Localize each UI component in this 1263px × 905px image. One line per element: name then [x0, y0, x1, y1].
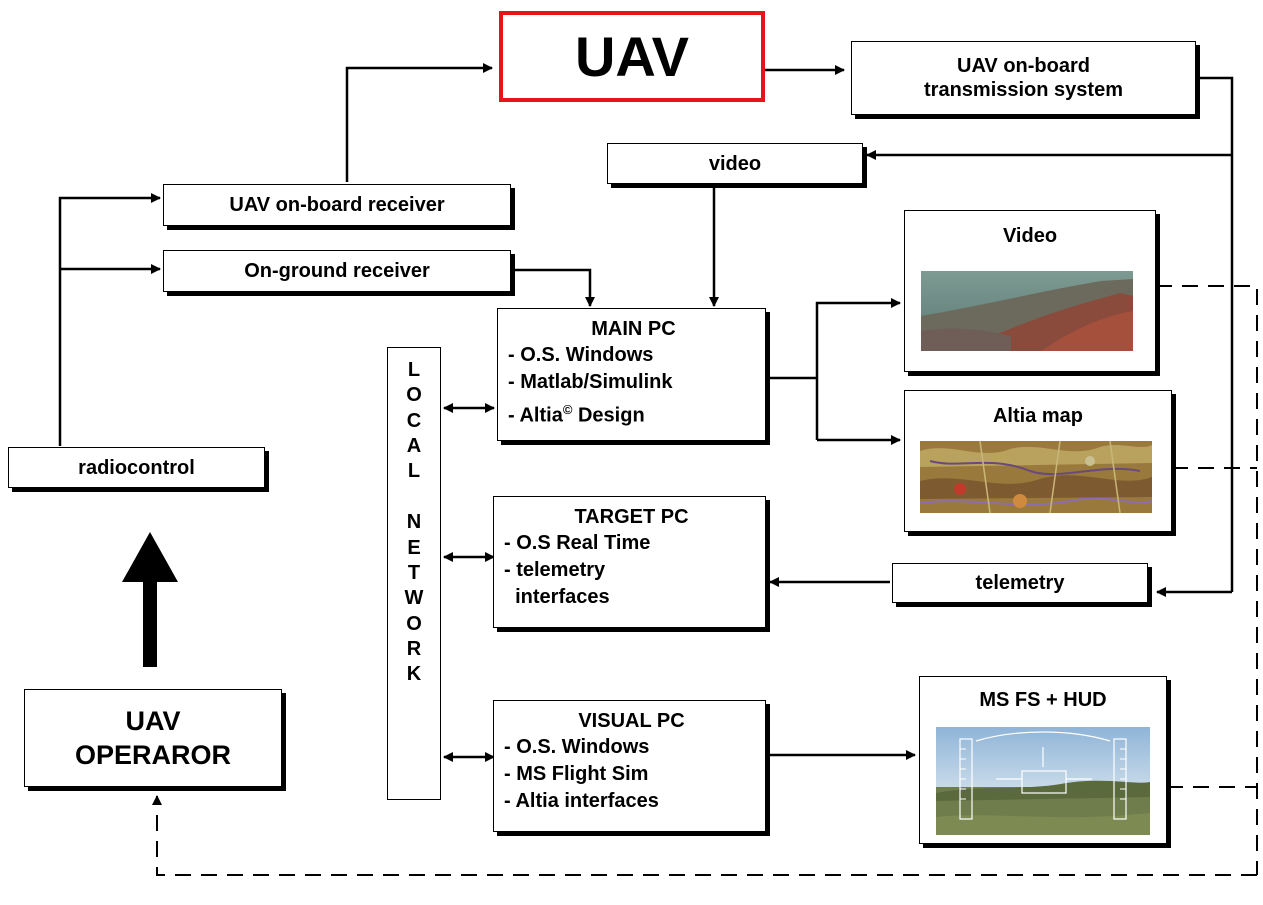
- dashed-video-feedback: [1156, 285, 1258, 875]
- onboard-receiver-label: UAV on-board receiver: [229, 194, 445, 216]
- uav-box: UAV: [499, 11, 765, 102]
- altia-prefix: - Altia: [508, 404, 563, 427]
- video-panel: Video: [904, 210, 1156, 372]
- target-pc-title: TARGET PC: [574, 506, 689, 528]
- transmission-system-box: UAV on-board transmission system: [851, 41, 1196, 115]
- msfs-hud-thumbnail-image: [936, 727, 1150, 835]
- net-letter: W: [404, 587, 424, 610]
- telemetry-link-label: telemetry: [975, 572, 1065, 594]
- video-thumbnail-image: [921, 271, 1133, 351]
- msfs-hud-panel: MS FS + HUD: [919, 676, 1167, 844]
- net-letter: L: [407, 460, 421, 483]
- main-pc-line-altia: - Altia© Design: [508, 396, 759, 430]
- target-pc-line: - O.S Real Time: [504, 532, 651, 554]
- target-pc-line: - telemetry: [504, 559, 606, 581]
- target-pc-line: interfaces: [504, 586, 610, 608]
- uav-operator-line1: UAV: [125, 706, 181, 736]
- visual-pc-box: VISUAL PC - O.S. Windows - MS Flight Sim…: [493, 700, 766, 832]
- altia-map-thumbnail-image: [920, 441, 1152, 513]
- net-letter: L: [407, 359, 421, 381]
- arrow-ground-receiver-to-main-pc: [512, 268, 595, 307]
- net-letter: C: [406, 409, 422, 432]
- target-pc-box: TARGET PC - O.S Real Time - telemetry in…: [493, 496, 766, 628]
- net-letter: R: [406, 637, 422, 660]
- visual-pc-line: - Altia interfaces: [504, 790, 659, 812]
- local-network-letters-top: L O C A L: [388, 358, 440, 484]
- video-link-label: video: [708, 152, 762, 175]
- radiocontrol-label: radiocontrol: [78, 456, 195, 479]
- dashed-feedback-to-operator: [152, 795, 1257, 876]
- uav-operator-line2: OPERAROR: [74, 740, 231, 770]
- visual-pc-line: - O.S. Windows: [504, 736, 650, 758]
- main-pc-title: MAIN PC: [591, 318, 676, 340]
- net-letter: A: [406, 434, 422, 457]
- telemetry-link-box: telemetry: [892, 563, 1148, 603]
- net-letter: O: [406, 384, 422, 407]
- visual-pc-title: VISUAL PC: [578, 710, 685, 732]
- altia-map-panel: Altia map: [904, 390, 1172, 532]
- net-letter: E: [407, 536, 421, 559]
- altia-suffix: Design: [572, 404, 645, 427]
- net-letter: T: [407, 562, 421, 585]
- uav-operator-box: UAV OPERAROR: [24, 689, 282, 787]
- video-panel-title: Video: [1002, 225, 1058, 247]
- onboard-receiver-box: UAV on-board receiver: [163, 184, 511, 226]
- net-letter: K: [406, 663, 422, 686]
- visual-pc-line: - MS Flight Sim: [504, 763, 649, 785]
- main-pc-line: - Matlab/Simulink: [508, 371, 673, 393]
- video-link-box: video: [607, 143, 863, 184]
- local-network-letters-bottom: N E T W O R K: [388, 510, 440, 687]
- copyright-symbol: ©: [562, 402, 573, 417]
- main-pc-box: MAIN PC - O.S. Windows - Matlab/Simulink…: [497, 308, 766, 441]
- ground-receiver-box: On-ground receiver: [163, 250, 511, 292]
- radiocontrol-trunk: [58, 193, 161, 446]
- net-letter: N: [406, 511, 422, 534]
- ground-receiver-label: On-ground receiver: [244, 260, 430, 282]
- uav-label: UAV: [574, 25, 690, 88]
- net-letter: O: [406, 612, 422, 635]
- arrow-receiver-to-uav: [345, 63, 493, 182]
- altia-map-panel-title: Altia map: [992, 405, 1084, 427]
- tx-bus-line: [1196, 76, 1234, 592]
- msfs-hud-panel-title: MS FS + HUD: [979, 689, 1107, 711]
- main-pc-line: - O.S. Windows: [508, 344, 654, 366]
- local-network-box: L O C A L N E T W O R K: [387, 347, 441, 800]
- radiocontrol-box: radiocontrol: [8, 447, 265, 488]
- arrow-main-pc-to-video: [815, 298, 901, 440]
- transmission-system-line2: transmission system: [924, 79, 1123, 101]
- operator-to-radiocontrol-arrow: [122, 532, 178, 667]
- transmission-system-line1: UAV on-board: [957, 55, 1090, 77]
